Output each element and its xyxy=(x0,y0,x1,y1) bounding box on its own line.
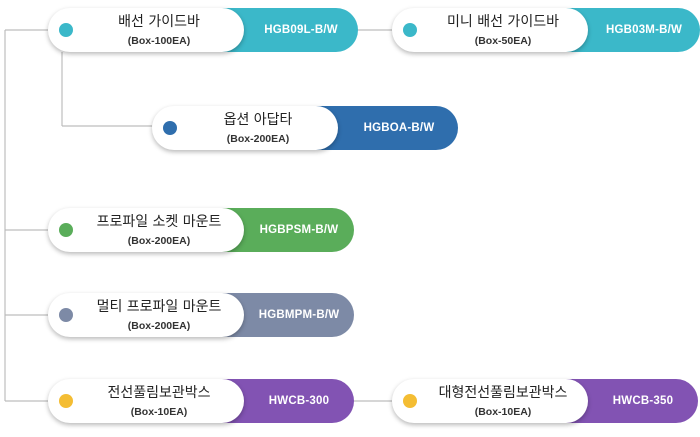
item-name: 전선풀림보관박스 xyxy=(107,385,211,401)
status-dot xyxy=(163,121,177,135)
item-quantity: (Box-200EA) xyxy=(127,320,191,332)
code-tag: HGB03M-B/W xyxy=(562,8,700,52)
item-card: 배선 가이드바 (Box-100EA) xyxy=(48,8,244,52)
item-card: 미니 배선 가이드바 (Box-50EA) xyxy=(392,8,588,52)
item-quantity: (Box-100EA) xyxy=(127,35,191,47)
status-dot xyxy=(59,394,73,408)
item-quantity: (Box-200EA) xyxy=(127,235,191,247)
item-quantity: (Box-10EA) xyxy=(474,406,532,418)
item-name: 배선 가이드바 xyxy=(118,14,200,30)
item-card: 대형전선풀림보관박스 (Box-10EA) xyxy=(392,379,588,423)
item-card: 옵션 아답타 (Box-200EA) xyxy=(152,106,338,150)
item-name: 미니 배선 가이드바 xyxy=(447,14,559,30)
item-card: 멀티 프로파일 마운트 (Box-200EA) xyxy=(48,293,244,337)
status-dot xyxy=(403,23,417,37)
item-quantity: (Box-50EA) xyxy=(474,35,532,47)
status-dot xyxy=(59,223,73,237)
item-quantity: (Box-10EA) xyxy=(130,406,188,418)
item-quantity: (Box-200EA) xyxy=(226,133,290,145)
item-card: 전선풀림보관박스 (Box-10EA) xyxy=(48,379,244,423)
item-name: 멀티 프로파일 마운트 xyxy=(96,299,222,315)
item-name: 대형전선풀림보관박스 xyxy=(438,385,568,401)
item-name: 옵션 아답타 xyxy=(223,112,293,128)
code-tag: HGB09L-B/W xyxy=(218,8,358,52)
code-tag: HWCB-350 xyxy=(562,379,698,423)
status-dot xyxy=(59,308,73,322)
item-card: 프로파일 소켓 마운트 (Box-200EA) xyxy=(48,208,244,252)
status-dot xyxy=(403,394,417,408)
item-name: 프로파일 소켓 마운트 xyxy=(96,214,222,230)
status-dot xyxy=(59,23,73,37)
